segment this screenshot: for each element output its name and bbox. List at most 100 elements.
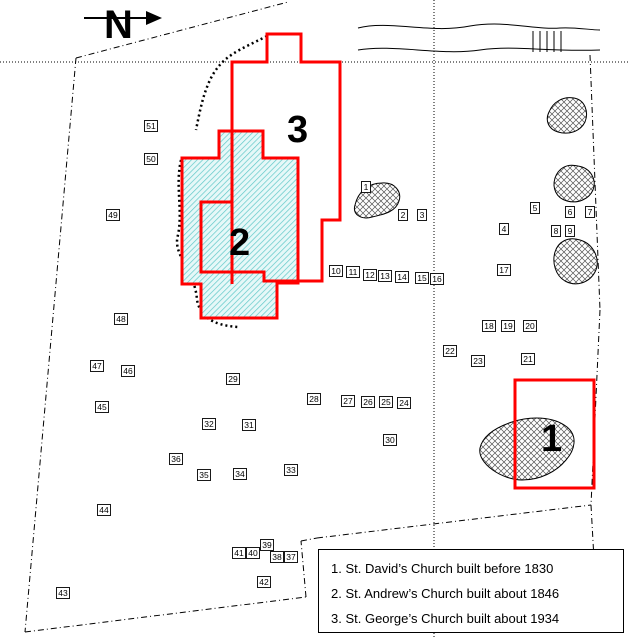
- grave-marker-label: 39: [262, 540, 272, 550]
- legend-item-st-georges: 3. St. George’s Church built about 1934: [331, 611, 560, 626]
- grave-marker-39: 39: [260, 539, 274, 551]
- grave-marker-36: 36: [169, 453, 183, 465]
- grave-marker-7: 7: [585, 206, 595, 218]
- grave-marker-label: 47: [92, 361, 102, 371]
- grave-marker-label: 17: [499, 265, 509, 275]
- grave-marker-label: 49: [108, 210, 118, 220]
- grave-marker-label: 41: [234, 548, 244, 558]
- grave-marker-26: 26: [361, 396, 375, 408]
- grave-marker-label: 18: [484, 321, 494, 331]
- grave-marker-label: 1: [364, 182, 369, 192]
- north-label: N: [104, 3, 133, 47]
- grave-marker-29: 29: [226, 373, 240, 385]
- grave-marker-14: 14: [395, 271, 409, 283]
- grave-marker-21: 21: [521, 353, 535, 365]
- grave-marker-40: 40: [246, 547, 260, 559]
- grave-marker-44: 44: [97, 504, 111, 516]
- grave-marker-label: 44: [99, 505, 109, 515]
- grave-marker-25: 25: [379, 396, 393, 408]
- grave-marker-label: 22: [445, 346, 455, 356]
- grave-marker-label: 9: [568, 226, 573, 236]
- grave-marker-label: 29: [228, 374, 238, 384]
- grave-marker-22: 22: [443, 345, 457, 357]
- grave-marker-label: 11: [349, 267, 358, 277]
- grave-marker-30: 30: [383, 434, 397, 446]
- grave-marker-label: 50: [146, 154, 156, 164]
- grave-marker-label: 19: [503, 321, 513, 331]
- grave-marker-label: 32: [204, 419, 214, 429]
- rock-outcrops: [353, 97, 598, 481]
- legend-item-st-davids: 1. St. David’s Church built before 1830: [331, 561, 554, 576]
- grave-marker-label: 12: [365, 270, 375, 280]
- grave-marker-31: 31: [242, 419, 256, 431]
- grave-marker-6: 6: [565, 206, 575, 218]
- grave-marker-48: 48: [114, 313, 128, 325]
- grave-marker-10: 10: [329, 265, 343, 277]
- st-andrews-church-outline: [180, 129, 300, 320]
- grave-marker-label: 13: [380, 271, 390, 281]
- grave-marker-label: 35: [199, 470, 209, 480]
- grave-marker-19: 19: [501, 320, 515, 332]
- grave-marker-label: 3: [420, 210, 425, 220]
- grave-marker-label: 16: [432, 274, 442, 284]
- church-label-1: 1: [541, 418, 562, 460]
- grave-marker-4: 4: [499, 223, 509, 235]
- grave-marker-label: 30: [385, 435, 395, 445]
- grave-marker-label: 31: [244, 420, 254, 430]
- grave-marker-label: 23: [473, 356, 483, 366]
- grave-marker-label: 4: [502, 224, 507, 234]
- grave-marker-33: 33: [284, 464, 298, 476]
- grave-marker-27: 27: [341, 395, 355, 407]
- church-label-3: 3: [287, 109, 308, 151]
- grave-marker-label: 34: [235, 469, 245, 479]
- grave-marker-37: 37: [284, 551, 298, 563]
- grave-marker-20: 20: [523, 320, 537, 332]
- grave-marker-2: 2: [398, 209, 408, 221]
- grave-marker-label: 46: [123, 366, 133, 376]
- grave-marker-41: 41: [232, 547, 246, 559]
- grave-marker-label: 26: [363, 397, 373, 407]
- grave-marker-label: 24: [399, 398, 409, 408]
- st-davids-church-outline: [513, 378, 596, 490]
- grave-marker-23: 23: [471, 355, 485, 367]
- footbridge-icon: [532, 31, 562, 52]
- grave-marker-label: 43: [58, 588, 68, 598]
- grave-marker-11: 11: [346, 266, 360, 278]
- grave-marker-45: 45: [95, 401, 109, 413]
- st-georges-church-outline: [199, 32, 342, 283]
- church-label-2: 2: [229, 222, 250, 264]
- grave-marker-35: 35: [197, 469, 211, 481]
- grave-marker-label: 15: [417, 273, 427, 283]
- grave-marker-13: 13: [378, 270, 392, 282]
- legend-box: 1. St. David’s Church built before 1830 …: [318, 549, 624, 633]
- grave-marker-label: 21: [523, 354, 533, 364]
- grave-marker-label: 38: [272, 552, 282, 562]
- grave-marker-3: 3: [417, 209, 427, 221]
- grave-marker-label: 7: [588, 207, 593, 217]
- grave-marker-38: 38: [270, 551, 284, 563]
- grave-marker-label: 20: [525, 321, 535, 331]
- grave-marker-label: 51: [146, 121, 156, 131]
- grave-marker-label: 42: [259, 577, 269, 587]
- grave-marker-label: 25: [381, 397, 391, 407]
- grave-marker-24: 24: [397, 397, 411, 409]
- grave-marker-label: 8: [554, 226, 559, 236]
- legend-item-st-andrews: 2. St. Andrew’s Church built about 1846: [331, 586, 560, 601]
- grave-marker-label: 6: [568, 207, 573, 217]
- grave-marker-label: 37: [286, 552, 296, 562]
- grave-marker-28: 28: [307, 393, 321, 405]
- grave-marker-label: 48: [116, 314, 126, 324]
- north-arrow-icon: N: [84, 3, 162, 47]
- grave-marker-label: 10: [331, 266, 341, 276]
- grave-marker-label: 14: [397, 272, 407, 282]
- grave-marker-5: 5: [530, 202, 540, 214]
- grave-marker-label: 33: [286, 465, 296, 475]
- grave-marker-34: 34: [233, 468, 247, 480]
- grave-marker-label: 5: [533, 203, 538, 213]
- grave-marker-47: 47: [90, 360, 104, 372]
- grave-marker-43: 43: [56, 587, 70, 599]
- grave-marker-label: 27: [343, 396, 353, 406]
